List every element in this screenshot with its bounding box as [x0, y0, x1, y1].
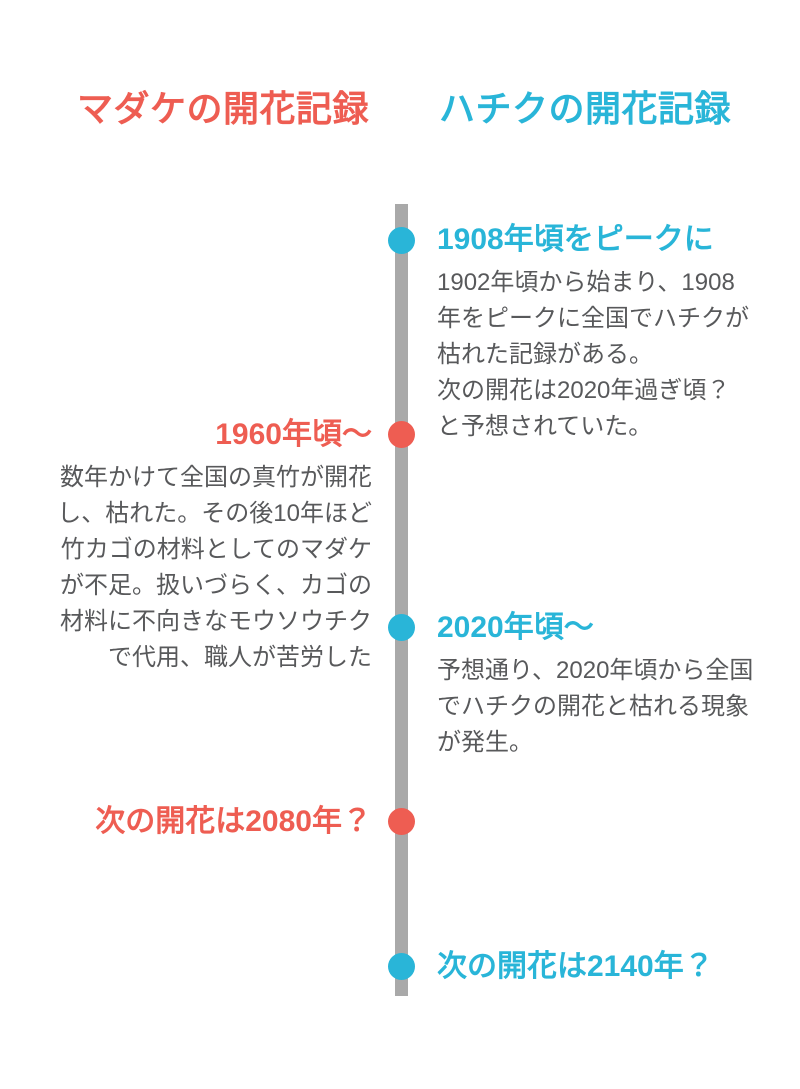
event-title: 1908年頃をピークに: [437, 223, 714, 256]
timeline-dot-hachiku-1908: [388, 227, 415, 254]
timeline-dot-hachiku-2020: [388, 614, 415, 641]
timeline-bar: [395, 204, 408, 996]
event-body: 1902年頃から始まり、1908 年をピークに全国でハチクが 枯れた記録がある。…: [437, 269, 749, 440]
header-madake: マダケの開花記録: [77, 88, 370, 129]
event-madake-1960: 1960年頃〜 数年かけて全国の真竹が開花 し、枯れた。その後10年ほど 竹カゴ…: [32, 416, 372, 676]
event-body: 数年かけて全国の真竹が開花 し、枯れた。その後10年ほど 竹カゴの材料としてのマ…: [57, 464, 372, 671]
event-title: 2020年頃〜: [437, 611, 594, 644]
event-hachiku-2140: 次の開花は2140年？: [437, 948, 787, 986]
timeline-dot-madake-1960: [388, 421, 415, 448]
event-title: 1960年頃〜: [215, 418, 372, 451]
event-madake-2080: 次の開花は2080年？: [32, 803, 372, 841]
event-hachiku-1908: 1908年頃をピークに 1902年頃から始まり、1908 年をピークに全国でハチ…: [437, 221, 787, 445]
timeline-dot-madake-2080: [388, 808, 415, 835]
event-title: 次の開花は2140年？: [437, 950, 714, 983]
event-body: 予想通り、2020年頃から全国 でハチクの開花と枯れる現象 が発生。: [437, 657, 754, 756]
event-title: 次の開花は2080年？: [95, 805, 372, 838]
timeline-dot-hachiku-2140: [388, 953, 415, 980]
event-hachiku-2020: 2020年頃〜 予想通り、2020年頃から全国 でハチクの開花と枯れる現象 が発…: [437, 609, 787, 761]
header-hachiku: ハチクの開花記録: [439, 88, 732, 129]
